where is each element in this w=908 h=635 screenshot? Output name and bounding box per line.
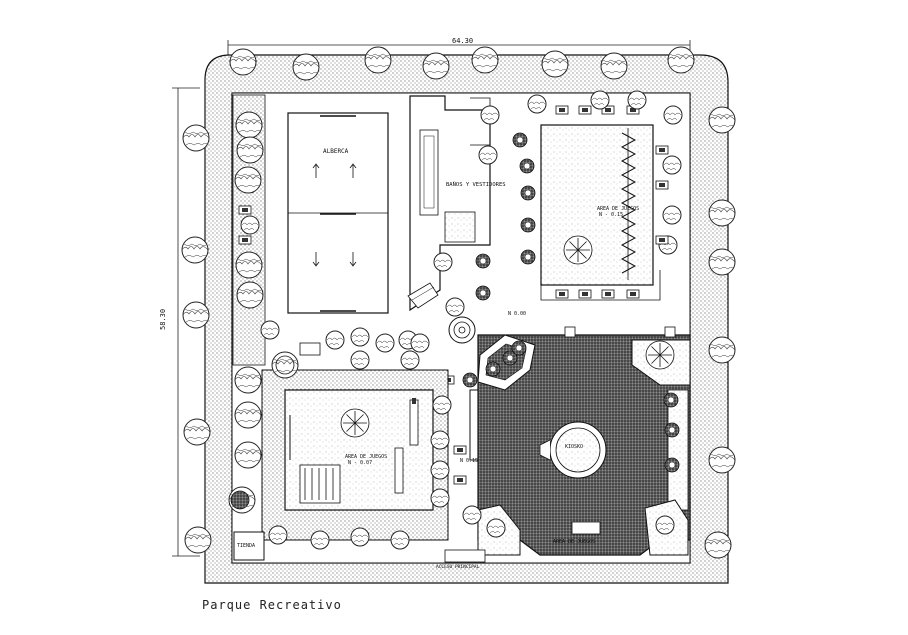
play-area-2-level: N - 0.07	[348, 460, 372, 466]
fountain: N 0.00 N 0.15	[441, 311, 526, 464]
dimension-width-label: 64.30	[452, 37, 473, 45]
play-area-3-label: AREA DE JUEGOS	[553, 539, 595, 545]
level-small-label: N 0.15	[460, 458, 478, 464]
play-area-2-label: AREA DE JUEGOS	[345, 454, 387, 460]
dimension-height-label: 58.30	[159, 309, 167, 330]
changing-rooms-label: BAÑOS Y VESTIDORES	[446, 181, 506, 188]
store: TIENDA	[233, 531, 265, 561]
pool: ALBERCA	[287, 112, 389, 314]
store-label: TIENDA	[237, 543, 255, 549]
central-plaza: KIOSKO AREA DE JUEGOS	[469, 326, 691, 556]
play-area-1-label: AREA DE JUEGOS	[597, 206, 639, 212]
pool-label: ALBERCA	[323, 148, 349, 155]
entrance-label: ACCESO PRINCIPAL	[436, 564, 480, 570]
play-area-1-level: N - 0.15	[599, 212, 623, 218]
main-entrance: ACCESO PRINCIPAL	[436, 549, 486, 570]
play-area-1: AREA DE JUEGOS N - 0.15	[540, 124, 661, 301]
dimension-left: 58.30	[159, 87, 200, 557]
plan-caption: Parque Recreativo	[202, 598, 342, 612]
play-area-2: AREA DE JUEGOS N - 0.07	[261, 369, 449, 541]
level-center-label: N 0.00	[508, 311, 526, 317]
kiosk-label: KIOSKO	[565, 444, 583, 450]
